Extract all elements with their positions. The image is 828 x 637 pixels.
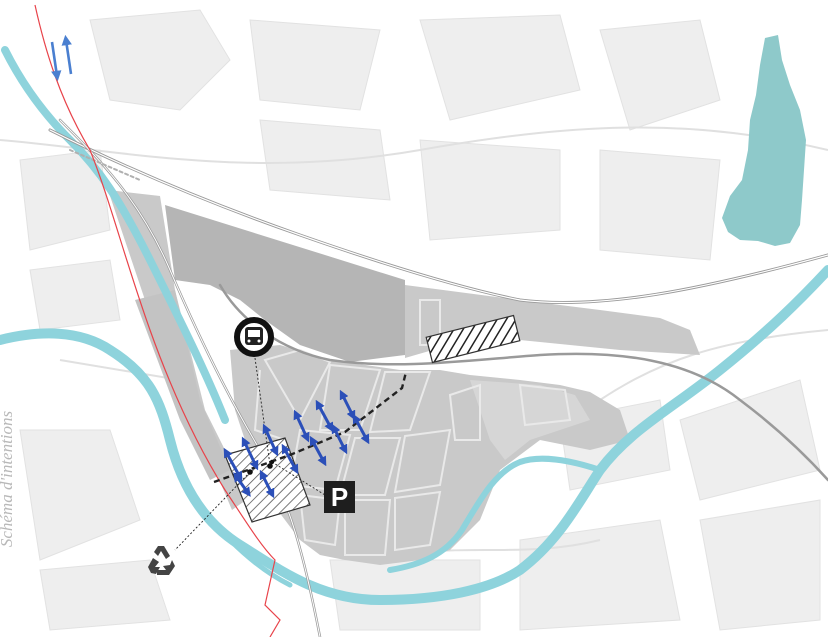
river [0,46,828,605]
double-arrow-icon [262,423,279,457]
double-arrow-icon [293,409,310,443]
double-arrow-icon [281,443,299,475]
parking-marker[interactable]: P [324,481,355,513]
double-arrow-icon [339,389,356,421]
bus-stop-marker[interactable] [234,317,274,357]
double-arrow-icon [233,472,251,497]
pedestrian-link-arrows [223,389,370,499]
leader-lines [174,357,326,551]
double-arrow-icon [241,436,259,471]
side-title: Schéma d'intentions [0,410,16,548]
recycling-icon[interactable] [148,546,175,575]
double-arrow-icon [352,413,370,445]
double-arrow-icon [331,423,348,455]
parking-icon [324,481,355,513]
parking-label: P [331,482,348,512]
background-parcels [19,9,821,631]
lake [722,35,806,246]
two-way-arrows-icon [50,34,73,82]
double-arrow-icon [259,469,275,499]
bus-icon [245,327,263,345]
hatched-zone-north [425,314,521,364]
administrative-boundary [34,4,281,637]
double-arrow-icon [315,399,334,433]
double-arrow-icon [309,435,327,467]
main-roads [48,118,828,637]
